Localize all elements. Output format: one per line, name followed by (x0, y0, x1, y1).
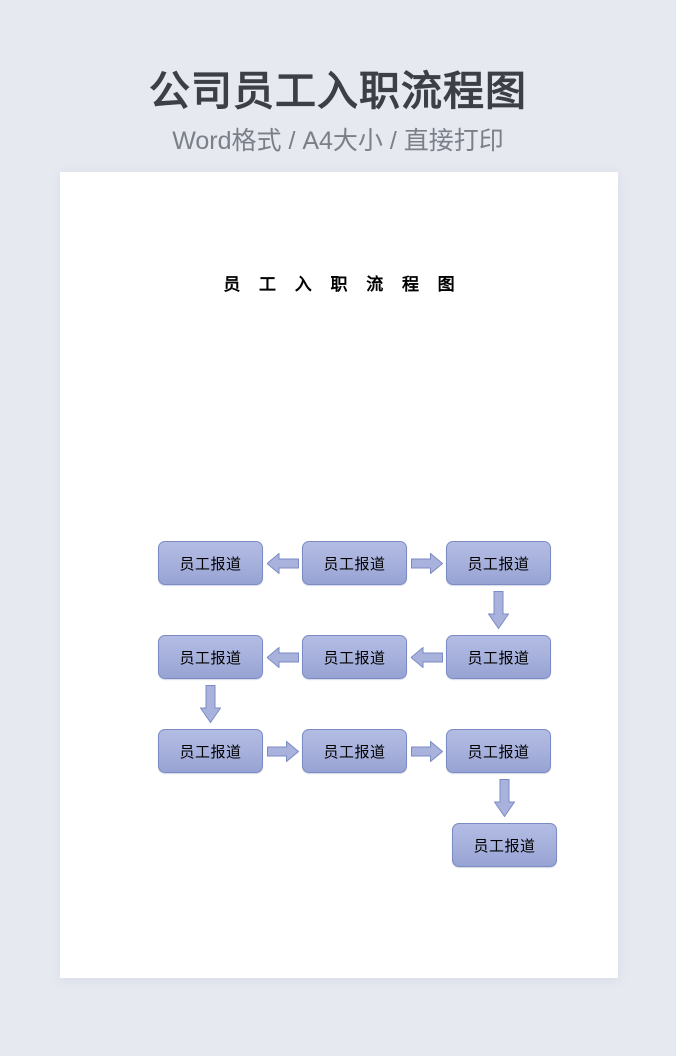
arrow-right-r1-a2 (411, 553, 443, 574)
flow-node-r3c3[interactable]: 员工报道 (446, 729, 551, 773)
arrow-left-r2-a2 (411, 647, 443, 668)
arrow-left-r1-a1 (267, 553, 299, 574)
flow-node-r3c1[interactable]: 员工报道 (158, 729, 263, 773)
flow-node-r2c1[interactable]: 员工报道 (158, 635, 263, 679)
flow-node-r3c2[interactable]: 员工报道 (302, 729, 407, 773)
flowchart-title: 员 工 入 职 流 程 图 (223, 275, 462, 294)
flowchart-canvas: 员工报道 员工报道 员工报道 员工报道 员工报道 (60, 172, 618, 978)
flow-node-r1c1[interactable]: 员工报道 (158, 541, 263, 585)
page-header: 公司员工入职流程图 Word格式 / A4大小 / 直接打印 (0, 0, 676, 172)
flow-node-r1c3[interactable]: 员工报道 (446, 541, 551, 585)
flow-node-r2c3[interactable]: 员工报道 (446, 635, 551, 679)
arrow-down-v3 (494, 779, 515, 817)
arrow-down-v1 (488, 591, 509, 629)
flow-node-r1c2[interactable]: 员工报道 (302, 541, 407, 585)
arrow-right-r3-a1 (267, 741, 299, 762)
arrow-down-v2 (200, 685, 221, 723)
arrow-left-r2-a1 (267, 647, 299, 668)
document-preview-card: 员 工 入 职 流 程 图 员工报道 员工报道 员工报道 员工报道 (60, 172, 618, 978)
page-subtitle: Word格式 / A4大小 / 直接打印 (172, 127, 504, 155)
flow-node-final[interactable]: 员工报道 (452, 823, 557, 867)
arrow-right-r3-a2 (411, 741, 443, 762)
page-title: 公司员工入职流程图 (149, 68, 527, 114)
flow-node-r2c2[interactable]: 员工报道 (302, 635, 407, 679)
